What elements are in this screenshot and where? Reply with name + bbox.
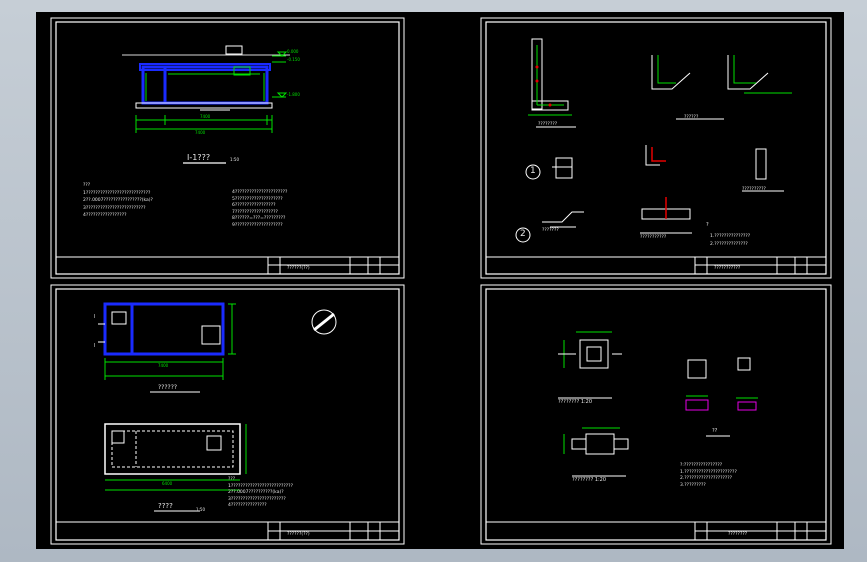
note-line: 4????????????????? xyxy=(83,213,127,218)
dim-label-2: 7400 xyxy=(195,130,206,135)
section-mark: I xyxy=(94,343,96,349)
sheet-tl-graphics xyxy=(50,17,405,279)
note-line: 1.?????????????????????? xyxy=(680,469,737,475)
section-title: I-1??? xyxy=(187,153,211,162)
note-line: 1?????????????????????????? xyxy=(228,483,293,489)
note-line: ??? xyxy=(83,183,91,188)
title-block-name: ???????? xyxy=(728,532,748,537)
elev-label-1: 0.000 xyxy=(287,49,299,54)
detail-c-caption: ?? xyxy=(712,428,718,434)
detail-caption: ?????????? xyxy=(742,187,766,192)
dim-label: 7400 xyxy=(158,363,169,368)
section-mark: I xyxy=(94,314,96,320)
note-line: 3????????????????????????? xyxy=(83,205,146,211)
note-line: 3.????????? xyxy=(680,482,706,488)
elev-label-3: -1.800 xyxy=(287,92,300,97)
section-scale: 1:50 xyxy=(230,157,239,162)
note-line: 2??.0007????????????????(ka)? xyxy=(83,198,153,203)
sheet-bl-graphics xyxy=(50,284,405,545)
marker-circle-2: 2 xyxy=(520,229,526,239)
note-line: 1.??????????????? xyxy=(710,234,751,239)
sheet-tr-graphics xyxy=(480,17,832,279)
note-line: 6????????????????? xyxy=(232,203,276,208)
note-line: 2??.0007??????????(ka)? xyxy=(228,490,284,495)
notes-left: ??? 1??????????????????????????? 2??.000… xyxy=(83,183,153,222)
detail-b-caption: ???????? 1:20 xyxy=(572,477,607,483)
notes: ?:???????????????? 1.???????????????????… xyxy=(680,463,737,490)
drawing-sheet-bottom-left[interactable]: I I 7400 6400 ?????? ???? 1:50 ??? 1????… xyxy=(50,284,405,545)
notes: ??? 1?????????????????????????? 2??.0007… xyxy=(228,477,293,511)
note-line: 8??????=???=????????? xyxy=(232,216,286,221)
note-line: ??? xyxy=(228,477,236,482)
note-line: 2.?????????????? xyxy=(710,242,748,247)
top-plan-caption: ???? xyxy=(158,502,173,510)
notes-right: 4?????????????????????? 5???????????????… xyxy=(232,190,288,230)
dim-label-1: 7400 xyxy=(200,114,211,119)
title-block-name: ??????(??) xyxy=(287,266,310,271)
note-line: ?:???????????????? xyxy=(680,463,723,468)
note-line: 5???????????????????? xyxy=(232,196,283,202)
note-line: 1??????????????????????????? xyxy=(83,190,151,196)
plan-caption: ?????? xyxy=(158,384,178,391)
drawing-sheet-top-left[interactable]: I-1??? 1:50 0.000 -0.150 -1.800 7400 740… xyxy=(50,17,405,279)
marker-circle-1: 1 xyxy=(530,166,536,176)
elev-label-2: -0.150 xyxy=(287,57,300,62)
sheet-br-graphics xyxy=(480,284,832,545)
title-block-name: ??????(??) xyxy=(287,532,310,537)
note-line: 9???????????????????? xyxy=(232,222,283,228)
detail-caption: ?????? xyxy=(684,115,699,120)
drawing-sheet-top-right[interactable]: 1 2 ???????? ?????? ?????????? ?????????… xyxy=(480,17,832,279)
dim-label: 6400 xyxy=(162,481,173,486)
note-line: 4?????????????????????? xyxy=(232,190,288,195)
title-block-name: ??????????? xyxy=(714,266,741,271)
notes-head: ? xyxy=(706,222,709,228)
note-line: 2.???????????????????? xyxy=(680,476,733,481)
top-plan-scale: 1:50 xyxy=(196,507,205,512)
detail-caption: ??????? xyxy=(542,228,559,233)
detail-a-caption: ???????? 1:20 xyxy=(558,399,593,405)
note-line: 4??????????????? xyxy=(228,503,267,508)
drawing-sheet-bottom-right[interactable]: ???????? 1:20 ???????? 1:20 ?? ?:???????… xyxy=(480,284,832,545)
detail-caption: ???????? xyxy=(538,122,558,127)
detail-caption: ??????????? xyxy=(640,235,667,240)
note-line: 7?????????????????? xyxy=(232,209,278,215)
note-line: 3??????????????????????? xyxy=(228,496,286,502)
